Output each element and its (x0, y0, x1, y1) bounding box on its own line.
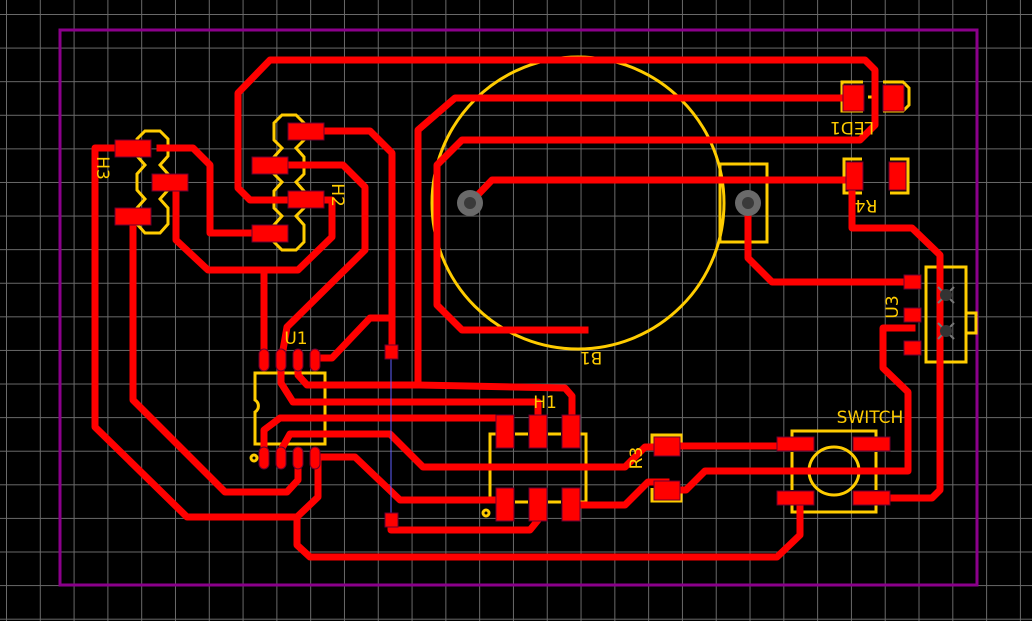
trace (465, 176, 854, 208)
label-u3: U3 (883, 295, 903, 318)
trace (314, 453, 509, 504)
u1-pin[interactable] (292, 348, 304, 372)
trace (166, 178, 336, 274)
u3-outline (924, 265, 968, 364)
trace (260, 414, 509, 454)
u1-pin[interactable] (275, 446, 287, 470)
label-h3: H3 (92, 156, 112, 180)
h2-pad[interactable] (287, 190, 325, 209)
via[interactable] (384, 344, 399, 360)
u3-pad[interactable] (903, 307, 922, 323)
trace (293, 496, 804, 561)
h1-pad[interactable] (561, 414, 581, 449)
r3-pad[interactable] (653, 436, 681, 457)
trace (387, 515, 543, 534)
h3-pad[interactable] (114, 207, 152, 226)
h1-pad[interactable] (528, 414, 548, 449)
label-switch: SWITCH (837, 408, 904, 428)
pads (114, 84, 955, 528)
trace (662, 324, 916, 494)
u1-pin[interactable] (309, 446, 321, 470)
trace (414, 381, 576, 429)
h1-pad[interactable] (561, 487, 581, 522)
u1-outline (253, 371, 327, 446)
trace (266, 161, 369, 355)
u3-pad[interactable] (903, 340, 922, 356)
switch-pad[interactable] (776, 490, 815, 506)
u1-pin[interactable] (275, 348, 287, 372)
r4-pad[interactable] (888, 161, 907, 191)
u3-tab (966, 311, 978, 335)
trace (303, 127, 396, 354)
switch-pad[interactable] (852, 436, 891, 452)
via[interactable] (384, 512, 399, 528)
r4-pad[interactable] (845, 161, 864, 191)
u1-pin[interactable] (258, 446, 270, 470)
trace (91, 144, 322, 521)
board-outline (58, 28, 979, 587)
switch-pad[interactable] (852, 490, 891, 506)
u1-pin1-marker (249, 453, 259, 463)
r3-pad[interactable] (653, 480, 681, 501)
switch-outline (790, 429, 878, 514)
b1-hole-drill (742, 197, 754, 209)
h2-pad[interactable] (251, 224, 289, 243)
label-r3: R3 (627, 447, 647, 470)
u3-hole (940, 325, 952, 337)
trace (156, 144, 274, 237)
label-h1: H1 (533, 393, 557, 413)
u3-pad[interactable] (903, 274, 922, 290)
h1-pad[interactable] (495, 487, 515, 522)
led1-pad[interactable] (882, 84, 905, 112)
h2-pad[interactable] (287, 122, 325, 141)
h1-pad[interactable] (528, 487, 548, 522)
led1-pad[interactable] (842, 84, 865, 112)
trace (314, 314, 396, 362)
u3-hole (940, 289, 952, 301)
trace (744, 199, 916, 286)
label-led1: LED1 (830, 117, 874, 137)
trace (276, 430, 664, 471)
label-h2: H2 (327, 183, 347, 207)
trace (848, 186, 944, 502)
h1-pad[interactable] (495, 414, 515, 449)
switch-pad[interactable] (776, 436, 815, 452)
r3-outline (650, 433, 683, 503)
b1-tab-outline (718, 162, 769, 244)
label-b1: B1 (580, 347, 602, 367)
h1-pin1-marker (481, 508, 491, 518)
h2-pad[interactable] (251, 156, 289, 175)
h3-pad[interactable] (151, 173, 189, 192)
b1-hole-drill (464, 197, 476, 209)
trace (234, 56, 879, 334)
trace (277, 361, 542, 429)
h3-pad[interactable] (114, 139, 152, 158)
label-r4: R4 (855, 195, 878, 215)
h3-outline (135, 129, 170, 235)
u1-pin[interactable] (258, 348, 270, 372)
label-u1: U1 (284, 329, 307, 349)
designators: H3 H2 U1 B1 LED1 R4 U3 H1 R3 SWITCH (92, 117, 903, 469)
u1-pin[interactable] (309, 348, 321, 372)
u1-pin[interactable] (292, 446, 304, 470)
trace (129, 212, 302, 496)
